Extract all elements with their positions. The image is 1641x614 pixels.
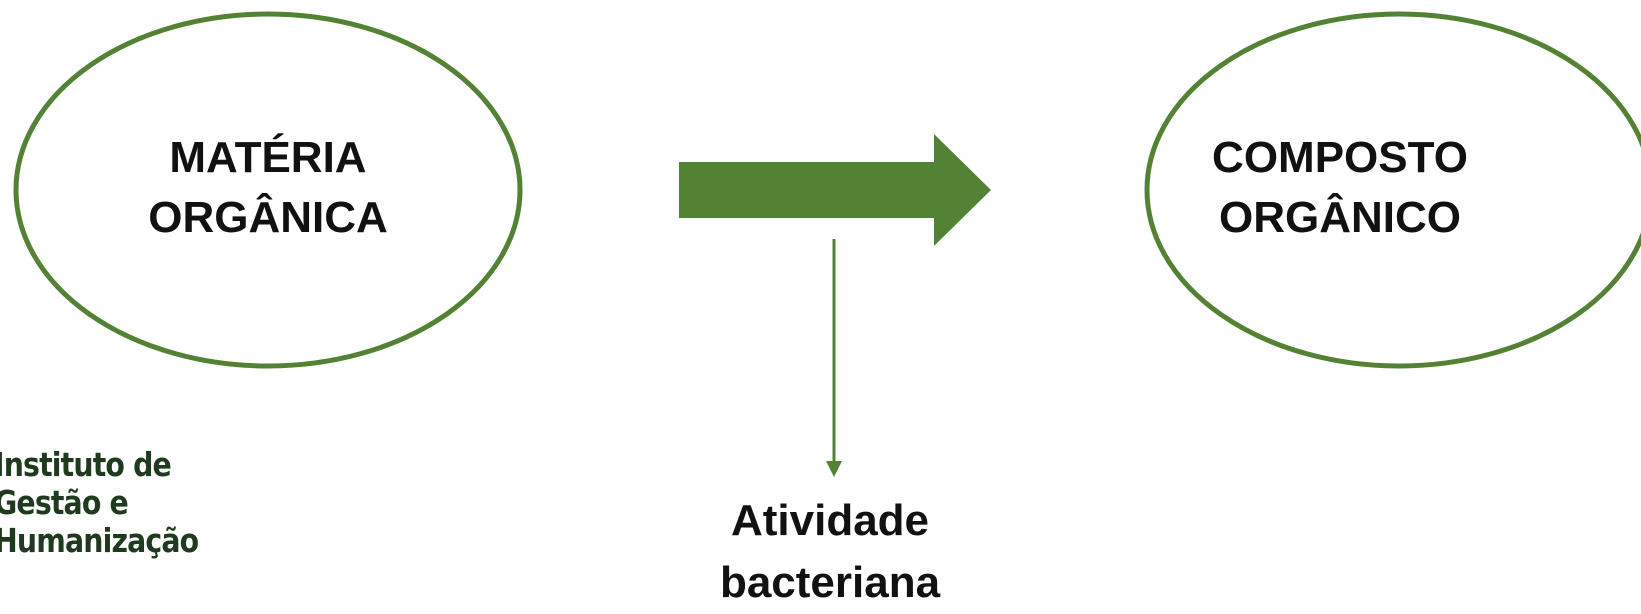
input-node-label: MATÉRIA ORGÂNICA	[118, 128, 418, 248]
logo-line-1: Instituto de	[0, 445, 172, 484]
logo-line-2: Gestão e	[0, 483, 129, 522]
output-node-ellipse	[1144, 11, 1641, 369]
input-node-label-line-1: MATÉRIA	[169, 133, 367, 182]
process-label: Atividade bacteriana	[680, 490, 980, 614]
institute-logo: Instituto de Gestão e Humanização	[0, 445, 199, 560]
input-node-ellipse	[13, 11, 523, 369]
output-node-label-line-2: ORGÂNICO	[1219, 193, 1461, 242]
output-node-label-line-1: COMPOSTO	[1212, 133, 1468, 182]
output-node-label: COMPOSTO ORGÂNICO	[1190, 128, 1490, 248]
process-connector-arrowhead	[826, 461, 842, 477]
process-label-line-1: Atividade	[730, 496, 930, 545]
transform-arrow	[679, 134, 991, 246]
input-node-label-line-2: ORGÂNICA	[148, 193, 388, 242]
process-label-line-2: bacteriana	[719, 558, 941, 607]
logo-line-3: Humanização	[0, 521, 199, 560]
